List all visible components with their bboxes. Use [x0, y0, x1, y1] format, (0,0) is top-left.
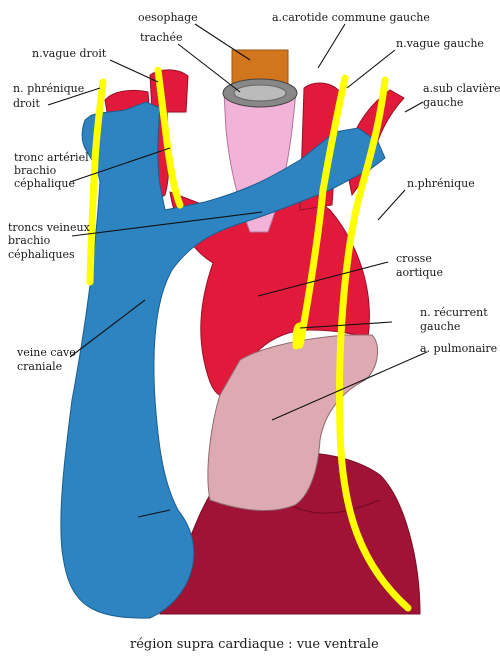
label-pulmonaire: a. pulmonaire — [420, 342, 497, 355]
trachea-lumen — [233, 84, 287, 102]
label-carotide: a.carotide commune gauche — [272, 11, 430, 24]
right-phrenic-nerve — [86, 78, 107, 286]
left-vagus-nerve — [296, 74, 349, 349]
label-troncs-veineux-2: brachio — [8, 234, 51, 247]
label-oesophage: oesophage — [138, 11, 198, 24]
label-tronc-arteriel-1: tronc artériel — [14, 151, 89, 164]
label-tronc-arteriel-3: céphalique — [14, 177, 75, 190]
right-vagus-nerve — [154, 66, 184, 209]
heart-edge-line — [289, 499, 381, 514]
left-phrenic-nerve — [336, 76, 412, 612]
label-vague-gauche: n.vague gauche — [396, 37, 484, 50]
left-recurrent-laryngeal-nerve — [292, 322, 304, 350]
label-phrenique-droit-2: droit — [13, 97, 40, 110]
caption: région supra cardiaque : vue ventrale — [130, 637, 379, 652]
label-subclaviere-2: gauche — [423, 96, 463, 109]
label-crosse-2: aortique — [396, 266, 443, 279]
label-troncs-veineux-3: céphaliques — [8, 248, 75, 261]
leader-lines — [47, 23, 428, 518]
label-subclaviere-1: a.sub clavière — [423, 82, 500, 95]
label-phrenique-droit-1: n. phrénique — [13, 82, 84, 95]
label-recurrent-2: gauche — [420, 320, 460, 333]
label-veine-cave-1: veine cave — [16, 346, 76, 359]
label-n-phrenique: n.phrénique — [407, 177, 475, 190]
label-vague-droit: n.vague droit — [32, 47, 107, 60]
label-crosse-1: crosse — [396, 252, 432, 265]
label-recurrent-1: n. récurrent — [420, 306, 488, 319]
label-troncs-veineux-1: troncs veineux — [8, 221, 91, 234]
label-tronc-arteriel-2: brachio — [14, 164, 57, 177]
labels: oesophage a.carotide commune gauche trac… — [8, 11, 500, 373]
vena-cava-and-brachiocephalic-veins — [60, 101, 386, 619]
label-trachee: trachée — [140, 31, 183, 44]
pulmonary-artery — [207, 334, 379, 511]
label-veine-cave-2: craniale — [17, 360, 62, 373]
nerves — [86, 66, 412, 612]
